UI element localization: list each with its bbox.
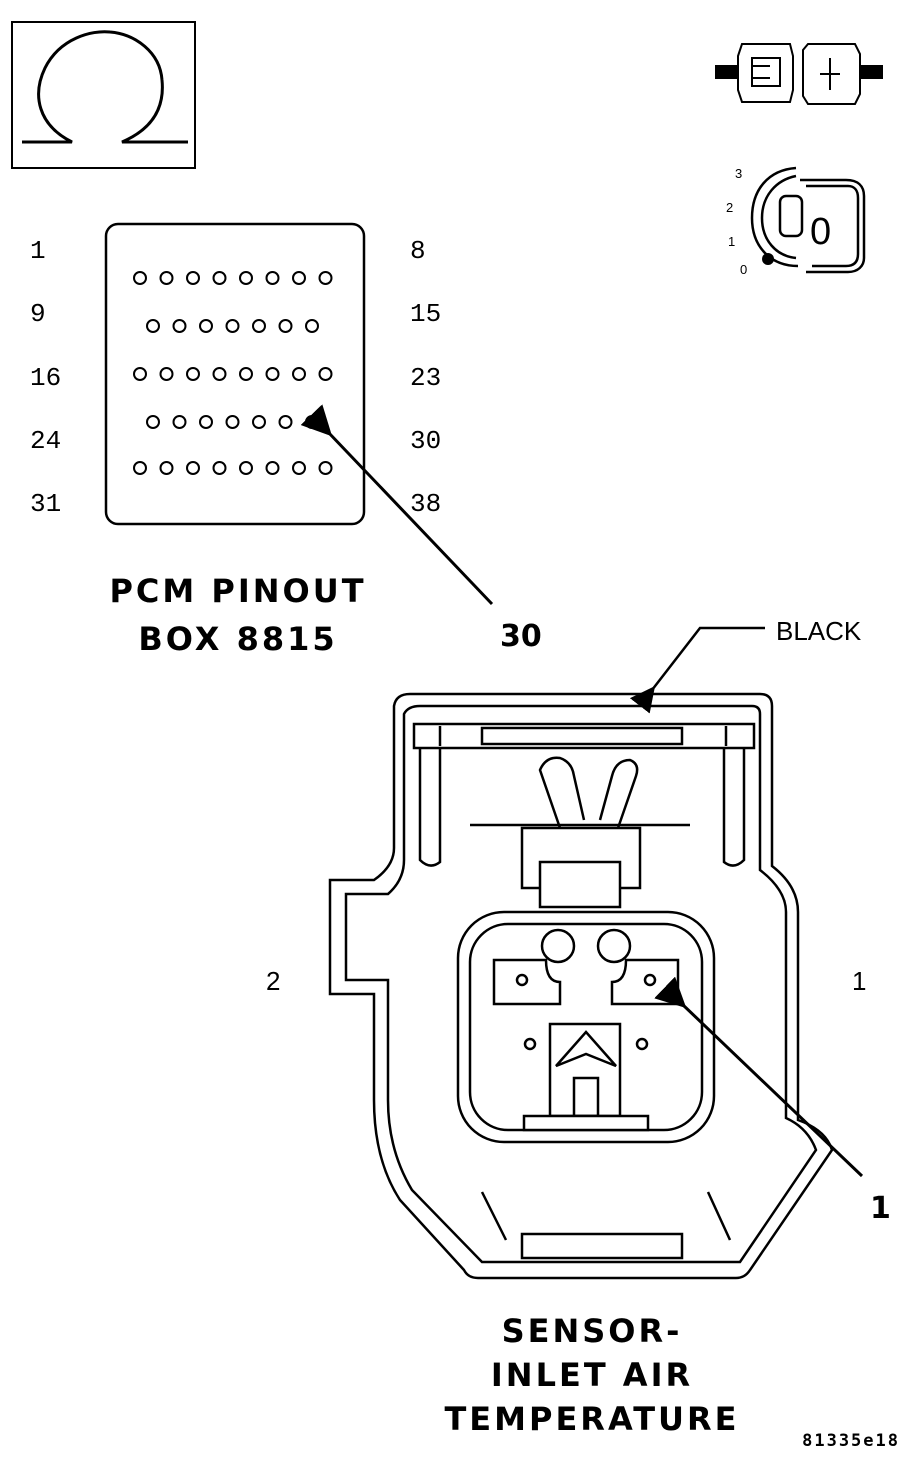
pin-hole-28 bbox=[252, 415, 266, 429]
sensor-connector-diagram bbox=[328, 692, 834, 1280]
pin-hole-19 bbox=[212, 367, 227, 381]
pin-30-callout-arrow bbox=[300, 404, 494, 606]
pin-hole-26 bbox=[199, 415, 213, 429]
pin-hole-15 bbox=[305, 319, 319, 333]
pin-30-callout: 30 bbox=[500, 619, 542, 654]
row-label-start-5: 31 bbox=[30, 489, 61, 519]
pin-hole-29 bbox=[278, 415, 293, 429]
connector-color-label: BLACK bbox=[776, 616, 862, 646]
pin-hole-1 bbox=[133, 271, 147, 285]
row-label-end-4: 30 bbox=[410, 426, 441, 456]
terminal-1-socket bbox=[596, 928, 632, 964]
pin-hole-21 bbox=[265, 367, 280, 381]
pinout-title-line2: BOX 8815 bbox=[138, 620, 337, 658]
pin-hole-18 bbox=[186, 367, 200, 381]
pin-hole-30 bbox=[305, 415, 319, 429]
pin-hole-22 bbox=[292, 367, 306, 381]
pin-hole-7 bbox=[292, 271, 306, 285]
pin-hole-33 bbox=[186, 461, 200, 475]
black-label-leader bbox=[629, 626, 765, 714]
key-position-3: 3 bbox=[735, 166, 742, 181]
key-glyph: 0 bbox=[810, 211, 831, 253]
pin-hole-17 bbox=[159, 367, 174, 381]
pin-hole-20 bbox=[239, 367, 253, 381]
connector-housing-outline bbox=[328, 692, 834, 1280]
pin-hole-38 bbox=[318, 461, 333, 475]
row-label-end-5: 38 bbox=[410, 489, 441, 519]
pin-hole-25 bbox=[172, 415, 187, 429]
pin-hole-34 bbox=[212, 461, 227, 475]
sensor-title-line1: SENSOR- bbox=[502, 1312, 683, 1350]
pin-hole-27 bbox=[225, 415, 240, 429]
pin-hole-32 bbox=[159, 461, 174, 475]
pin-hole-4 bbox=[212, 271, 227, 285]
key-position-0: 0 bbox=[740, 262, 747, 277]
sensor-title-line2: INLET AIR bbox=[491, 1356, 693, 1394]
pin-hole-31 bbox=[133, 461, 147, 475]
terminal-2-socket bbox=[540, 928, 576, 964]
row-label-start-1: 1 bbox=[30, 236, 46, 266]
pin-hole-14 bbox=[278, 319, 293, 333]
sensor-title-line3: TEMPERATURE bbox=[444, 1400, 739, 1438]
connector-side-label-1: 1 bbox=[852, 966, 866, 996]
key-position-1: 1 bbox=[728, 234, 735, 249]
pin-hole-9 bbox=[146, 319, 160, 333]
ignition-key-icon: 3 2 1 0 0 bbox=[726, 166, 866, 277]
row-label-start-3: 16 bbox=[30, 363, 61, 393]
pcm-pinout-diagram: 1 9 16 24 31 8 15 23 30 38 30 PCM PINOUT… bbox=[30, 222, 542, 658]
pin-hole-6 bbox=[265, 271, 280, 285]
pin-grid bbox=[133, 271, 333, 475]
pin-hole-10 bbox=[172, 319, 187, 333]
row-label-end-3: 23 bbox=[410, 363, 441, 393]
pin-hole-23 bbox=[318, 367, 333, 381]
pin-hole-11 bbox=[199, 319, 213, 333]
pin-1-callout-arrow bbox=[654, 976, 864, 1178]
pin-1-callout: 1 bbox=[870, 1191, 891, 1226]
row-label-start-2: 9 bbox=[30, 299, 46, 329]
pinout-box bbox=[104, 222, 366, 526]
pinout-row-start-labels: 1 9 16 24 31 bbox=[30, 236, 61, 519]
pin-hole-5 bbox=[239, 271, 253, 285]
pin-hole-16 bbox=[133, 367, 147, 381]
pin-hole-2 bbox=[159, 271, 174, 285]
ohmmeter-symbol-icon: Ω bbox=[11, 21, 196, 169]
pin-hole-24 bbox=[146, 415, 160, 429]
pinout-row-end-labels: 8 15 23 30 38 bbox=[410, 236, 441, 519]
pinout-title-line1: PCM PINOUT bbox=[109, 572, 366, 610]
row-label-start-4: 24 bbox=[30, 426, 61, 456]
row-label-end-1: 8 bbox=[410, 236, 426, 266]
pin-hole-8 bbox=[318, 271, 333, 285]
connector-side-label-2: 2 bbox=[266, 966, 280, 996]
connector-disconnect-icon bbox=[715, 43, 883, 105]
pin-hole-35 bbox=[239, 461, 253, 475]
figure-code: 81335e18 bbox=[802, 1431, 900, 1451]
pin-hole-3 bbox=[186, 271, 200, 285]
key-position-2: 2 bbox=[726, 200, 733, 215]
row-label-end-2: 15 bbox=[410, 299, 441, 329]
pin-hole-12 bbox=[225, 319, 240, 333]
pin-hole-37 bbox=[292, 461, 306, 475]
pin-hole-36 bbox=[265, 461, 280, 475]
pin-hole-13 bbox=[252, 319, 266, 333]
